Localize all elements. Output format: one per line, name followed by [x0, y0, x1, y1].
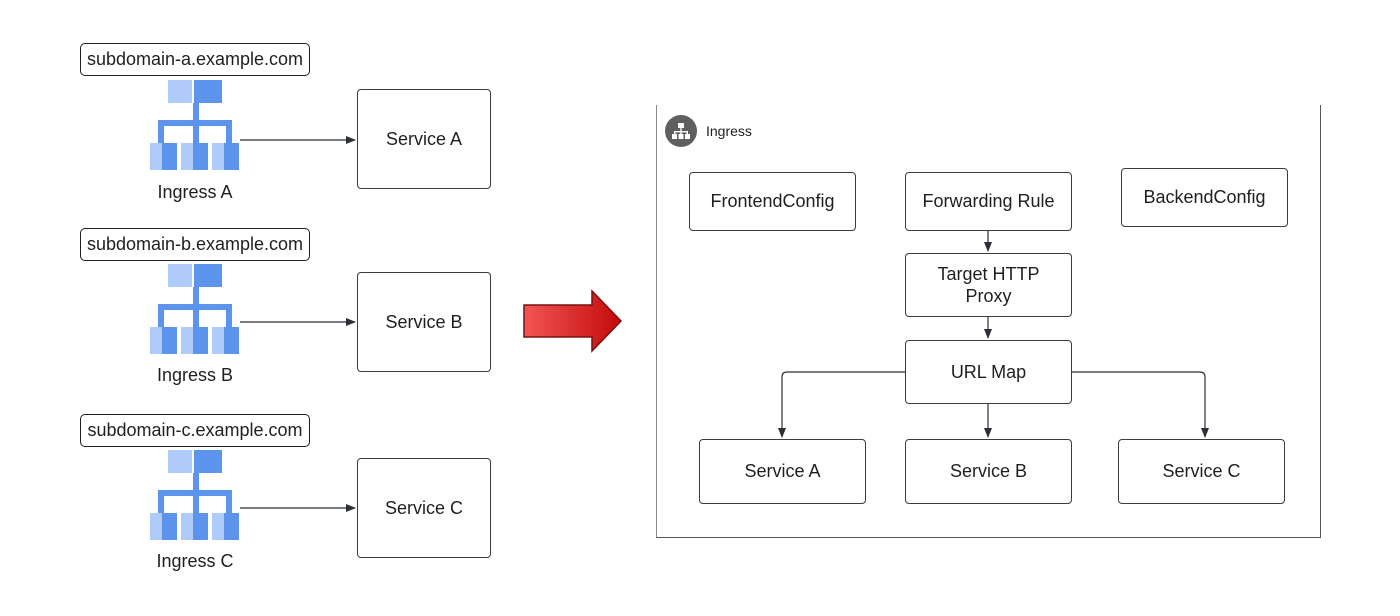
- ingress-a-label: Ingress A: [157, 182, 233, 202]
- right-service-a-box: Service A: [699, 439, 866, 504]
- ingress-b-label: Ingress B: [156, 365, 234, 385]
- service-b-box: Service B: [357, 272, 491, 372]
- target-http-proxy-box: Target HTTP Proxy: [905, 253, 1072, 317]
- right-service-c-box: Service C: [1118, 439, 1285, 504]
- service-c-box: Service C: [357, 458, 491, 558]
- ingress-c-label: Ingress C: [156, 551, 234, 571]
- load-balancer-icon: [150, 264, 239, 354]
- forwarding-rule-box: Forwarding Rule: [905, 172, 1072, 231]
- network-icon: [665, 115, 697, 147]
- frontend-config-box: FrontendConfig: [689, 172, 856, 231]
- backend-config-box: BackendConfig: [1121, 168, 1288, 227]
- ingress-panel: [656, 105, 1321, 538]
- connector-urlmap-to-service-a: [778, 371, 905, 438]
- right-service-b-box: Service B: [905, 439, 1072, 504]
- load-balancer-icon: [150, 450, 239, 540]
- service-a-box: Service A: [357, 89, 491, 189]
- connector-urlmap-to-service-c: [1072, 371, 1209, 438]
- red-right-arrow-icon: [523, 289, 623, 353]
- load-balancer-icon: [150, 80, 239, 170]
- domain-label-c: subdomain-c.example.com: [80, 414, 310, 447]
- domain-label-b: subdomain-b.example.com: [80, 228, 310, 261]
- url-map-box: URL Map: [905, 340, 1072, 404]
- panel-title: Ingress: [706, 123, 752, 139]
- domain-label-a: subdomain-a.example.com: [80, 43, 310, 76]
